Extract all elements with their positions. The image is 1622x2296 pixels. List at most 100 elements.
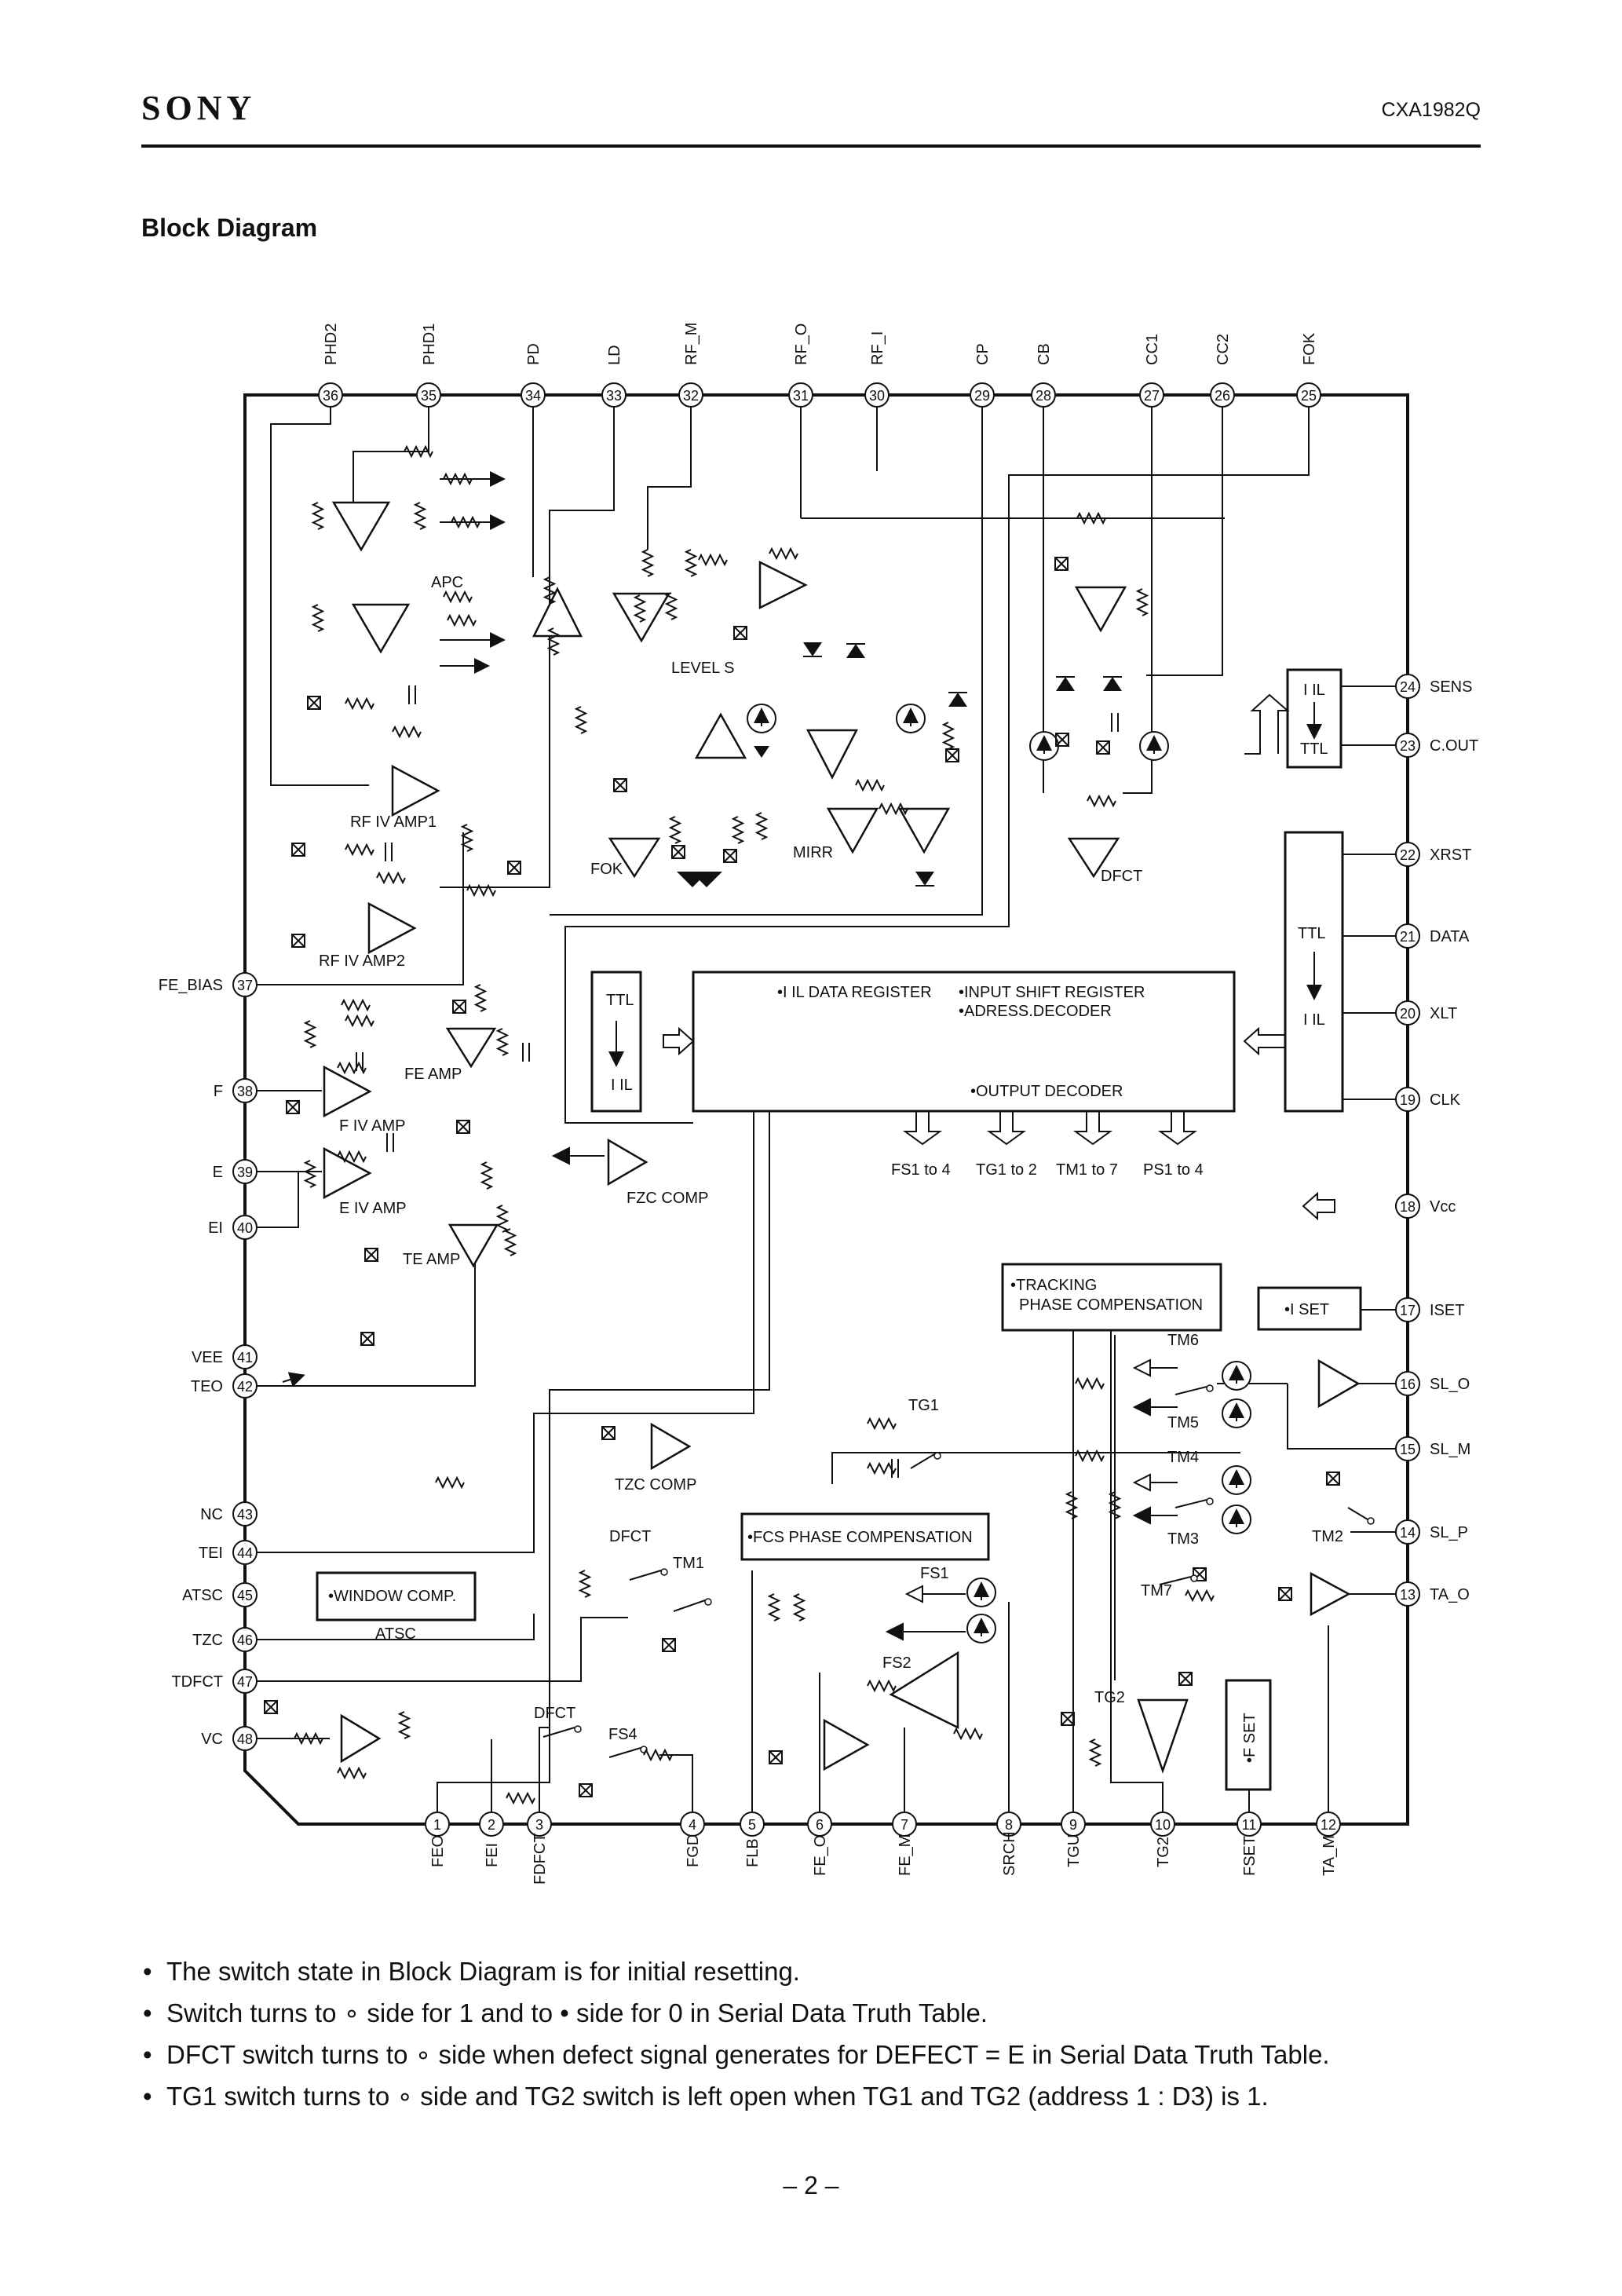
svg-text:38: 38 xyxy=(237,1084,253,1099)
note-text: TG1 switch turns to ∘ side and TG2 switc… xyxy=(166,2082,1269,2111)
ttl-iil-right-block xyxy=(1284,831,1344,1113)
svg-text:CP: CP xyxy=(974,343,992,365)
note-item: •TG1 switch turns to ∘ side and TG2 swit… xyxy=(143,2075,1493,2117)
svg-text:19: 19 xyxy=(1400,1092,1416,1108)
iil-ttl-top-block xyxy=(1286,668,1343,769)
svg-text:NC: NC xyxy=(200,1506,223,1523)
register-line3: •ADRESS.DECODER xyxy=(959,1003,1112,1020)
svg-text:XLT: XLT xyxy=(1430,1005,1457,1022)
tm2-label: TM2 xyxy=(1312,1528,1343,1545)
svg-text:CLK: CLK xyxy=(1430,1091,1461,1109)
svg-text:29: 29 xyxy=(974,388,990,404)
out-ps: PS1 to 4 xyxy=(1143,1161,1204,1179)
ttl-right-label: TTL xyxy=(1298,925,1326,942)
tg2-label: TG2 xyxy=(1094,1689,1125,1706)
pin-cp: 29 CP xyxy=(970,343,995,408)
page-number: – 2 – xyxy=(783,2171,839,2199)
svg-text:22: 22 xyxy=(1400,847,1416,863)
svg-text:3: 3 xyxy=(535,1817,543,1833)
svg-text:5: 5 xyxy=(748,1817,756,1833)
svg-text:41: 41 xyxy=(237,1350,253,1366)
fzc-comp-label: FZC COMP xyxy=(627,1190,708,1207)
note-text: Switch turns to ∘ side for 1 and to • si… xyxy=(166,1998,988,2027)
part-number: CXA1982Q xyxy=(1381,99,1481,121)
svg-text:C.OUT: C.OUT xyxy=(1430,737,1478,755)
mirr-label: MIRR xyxy=(793,844,833,861)
svg-text:FDFCT: FDFCT xyxy=(532,1833,549,1885)
svg-text:23: 23 xyxy=(1400,738,1416,754)
iset-block xyxy=(1257,1286,1362,1331)
svg-text:SL_M: SL_M xyxy=(1430,1441,1470,1458)
tg1-label: TG1 xyxy=(908,1397,939,1414)
svg-text:RF_O: RF_O xyxy=(793,324,810,365)
fok-label: FOK xyxy=(590,861,623,878)
rf-iv-amp1-label: RF IV AMP1 xyxy=(350,813,437,831)
out-tg: TG1 to 2 xyxy=(976,1161,1037,1179)
register-line1: •I IL DATA REGISTER xyxy=(777,984,932,1001)
sony-logo: SONY xyxy=(141,89,257,127)
note-item: •Switch turns to ∘ side for 1 and to • s… xyxy=(143,1992,1493,2034)
svg-text:4: 4 xyxy=(689,1817,696,1833)
tm7-label: TM7 xyxy=(1141,1582,1172,1600)
tzc-comp-label: TZC COMP xyxy=(615,1476,696,1493)
svg-text:6: 6 xyxy=(816,1817,824,1833)
ttl-left-label: TTL xyxy=(606,992,634,1009)
svg-text:VC: VC xyxy=(201,1731,223,1748)
svg-text:XRST: XRST xyxy=(1430,846,1471,864)
svg-text:SRCH: SRCH xyxy=(1001,1831,1018,1876)
apc-label: APC xyxy=(431,574,463,591)
svg-text:26: 26 xyxy=(1215,388,1230,404)
svg-text:CB: CB xyxy=(1036,343,1053,365)
package-pins: 36PHD235PHD134PD33LD32RF_M31RF_O30RF_I29… xyxy=(159,323,1478,1885)
svg-text:VEE: VEE xyxy=(192,1349,223,1366)
svg-text:48: 48 xyxy=(237,1731,253,1747)
pin-c-out: 23 C.OUT xyxy=(1395,733,1478,758)
bus-arrows xyxy=(663,693,1335,1221)
svg-text:43: 43 xyxy=(237,1507,253,1523)
svg-text:18: 18 xyxy=(1400,1199,1416,1215)
pin-e: 39E xyxy=(213,1159,258,1184)
resistors xyxy=(294,444,1215,1805)
header-rule xyxy=(141,144,1481,148)
svg-text:2: 2 xyxy=(488,1817,495,1833)
function-labels: APC LEVEL S RF IV AMP1 RF IV AMP2 FOK MI… xyxy=(319,574,1343,1743)
pin-vee: 41 VEE xyxy=(192,1344,258,1369)
register-line4: •OUTPUT DECODER xyxy=(970,1083,1123,1100)
ttl-top-label: TTL xyxy=(1300,740,1328,758)
tm1-label: TM1 xyxy=(673,1555,704,1572)
svg-text:PHD2: PHD2 xyxy=(323,324,340,365)
svg-text:ATSC: ATSC xyxy=(182,1587,223,1604)
svg-text:SENS: SENS xyxy=(1430,678,1472,696)
svg-text:10: 10 xyxy=(1155,1817,1171,1833)
rf-iv-amp2-label: RF IV AMP2 xyxy=(319,952,405,970)
svg-text:PD: PD xyxy=(525,343,542,365)
amplifiers xyxy=(264,471,1375,1797)
out-fs: FS1 to 4 xyxy=(891,1161,951,1179)
atsc-label: ATSC xyxy=(375,1625,416,1643)
pin-fe-m: 7FE_M xyxy=(892,1812,917,1876)
fset-block xyxy=(1225,1679,1272,1791)
pin-clk: 19 CLK xyxy=(1395,1087,1461,1112)
fe-amp-label: FE AMP xyxy=(404,1066,462,1083)
svg-text:RF_I: RF_I xyxy=(869,331,886,365)
dfct-switch2-label: DFCT xyxy=(534,1705,575,1722)
svg-text:FGD: FGD xyxy=(685,1834,702,1867)
svg-text:13: 13 xyxy=(1400,1587,1416,1603)
